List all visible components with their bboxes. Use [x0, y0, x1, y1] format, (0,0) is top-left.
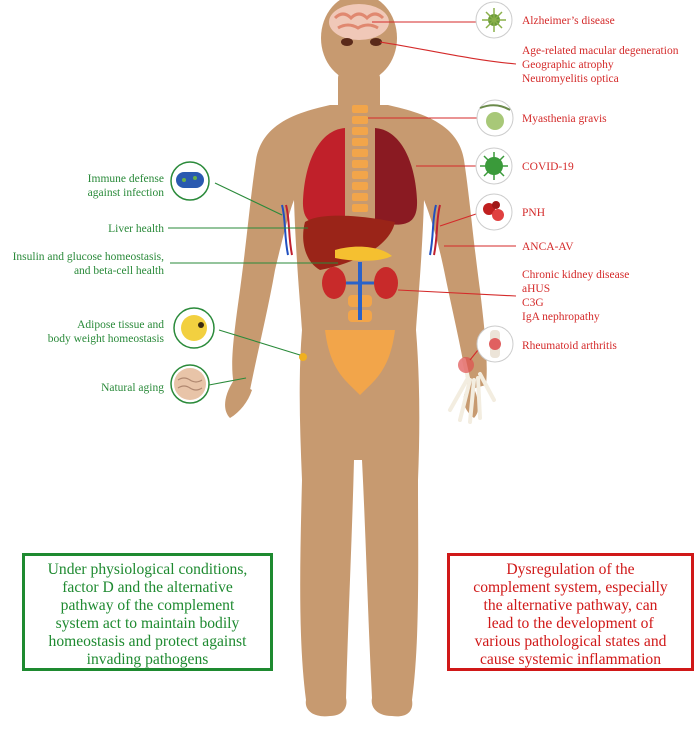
pancreas — [335, 246, 392, 261]
inflamed-joint — [458, 357, 474, 373]
physiological-line: pathway of the complement — [60, 597, 235, 614]
label-alzheimers: Alzheimer’s disease — [522, 15, 615, 27]
label-immune-1: Immune defense — [88, 173, 164, 185]
disease-connectors — [368, 21, 517, 361]
skin-wrinkle-icon — [170, 364, 210, 404]
label-pnh: PNH — [522, 207, 545, 219]
label-c3g: C3G — [522, 297, 544, 309]
label-iga: IgA nephropathy — [522, 311, 600, 323]
pathological-line: various pathological states and — [474, 633, 667, 650]
label-insulin-2: and beta-cell health — [74, 265, 164, 277]
adipose-marker — [299, 353, 307, 361]
fat-cell-icon — [173, 307, 215, 349]
immune-cell-icon — [170, 161, 210, 201]
pathological-box: Dysregulation of the complement system, … — [447, 553, 694, 671]
brain — [329, 4, 389, 40]
label-ckd: Chronic kidney disease — [522, 269, 629, 281]
pathological-line: Dysregulation of the — [506, 561, 635, 578]
label-immune-2: against infection — [88, 187, 165, 199]
red-blood-cells-icon — [475, 193, 513, 231]
label-aging: Natural aging — [101, 382, 164, 394]
label-covid: COVID-19 — [522, 161, 574, 173]
label-insulin-1: Insulin and glucose homeostasis, — [13, 251, 165, 263]
physiological-line: system act to maintain bodily — [55, 615, 240, 632]
label-adipose-1: Adipose tissue and — [77, 319, 164, 331]
eyes — [341, 38, 382, 46]
kidneys — [322, 262, 398, 320]
liver — [303, 215, 395, 270]
physiological-line: invading pathogens — [86, 651, 209, 668]
label-geographic-atrophy: Geographic atrophy — [522, 59, 614, 71]
joint-icon — [476, 325, 514, 363]
pathological-line: complement system, especially — [473, 579, 668, 596]
pathological-line: lead to the development of — [487, 615, 654, 632]
pathological-line: the alternative pathway, can — [483, 597, 658, 614]
coronavirus-icon — [475, 147, 513, 185]
label-anca: ANCA-AV — [522, 241, 574, 253]
physiological-line: Under physiological conditions, — [47, 561, 248, 578]
label-ahus: aHUS — [522, 283, 550, 295]
neuromuscular-icon — [476, 99, 514, 137]
neuron-icon — [475, 1, 513, 39]
physiological-line: homeostasis and protect against — [48, 633, 247, 650]
pathological-line: cause systemic inflammation — [479, 651, 661, 668]
label-ra: Rheumatoid arthritis — [522, 340, 617, 352]
label-amd: Age-related macular degeneration — [522, 45, 679, 57]
label-myasthenia: Myasthenia gravis — [522, 113, 607, 125]
label-neuromyelitis: Neuromyelitis optica — [522, 73, 619, 85]
health-connectors — [168, 182, 338, 386]
label-adipose-2: body weight homeostasis — [48, 333, 165, 345]
physiological-line: factor D and the alternative — [62, 579, 233, 596]
label-liver: Liver health — [108, 223, 164, 235]
lungs — [302, 128, 418, 225]
physiological-box: Under physiological conditions, factor D… — [22, 553, 273, 671]
